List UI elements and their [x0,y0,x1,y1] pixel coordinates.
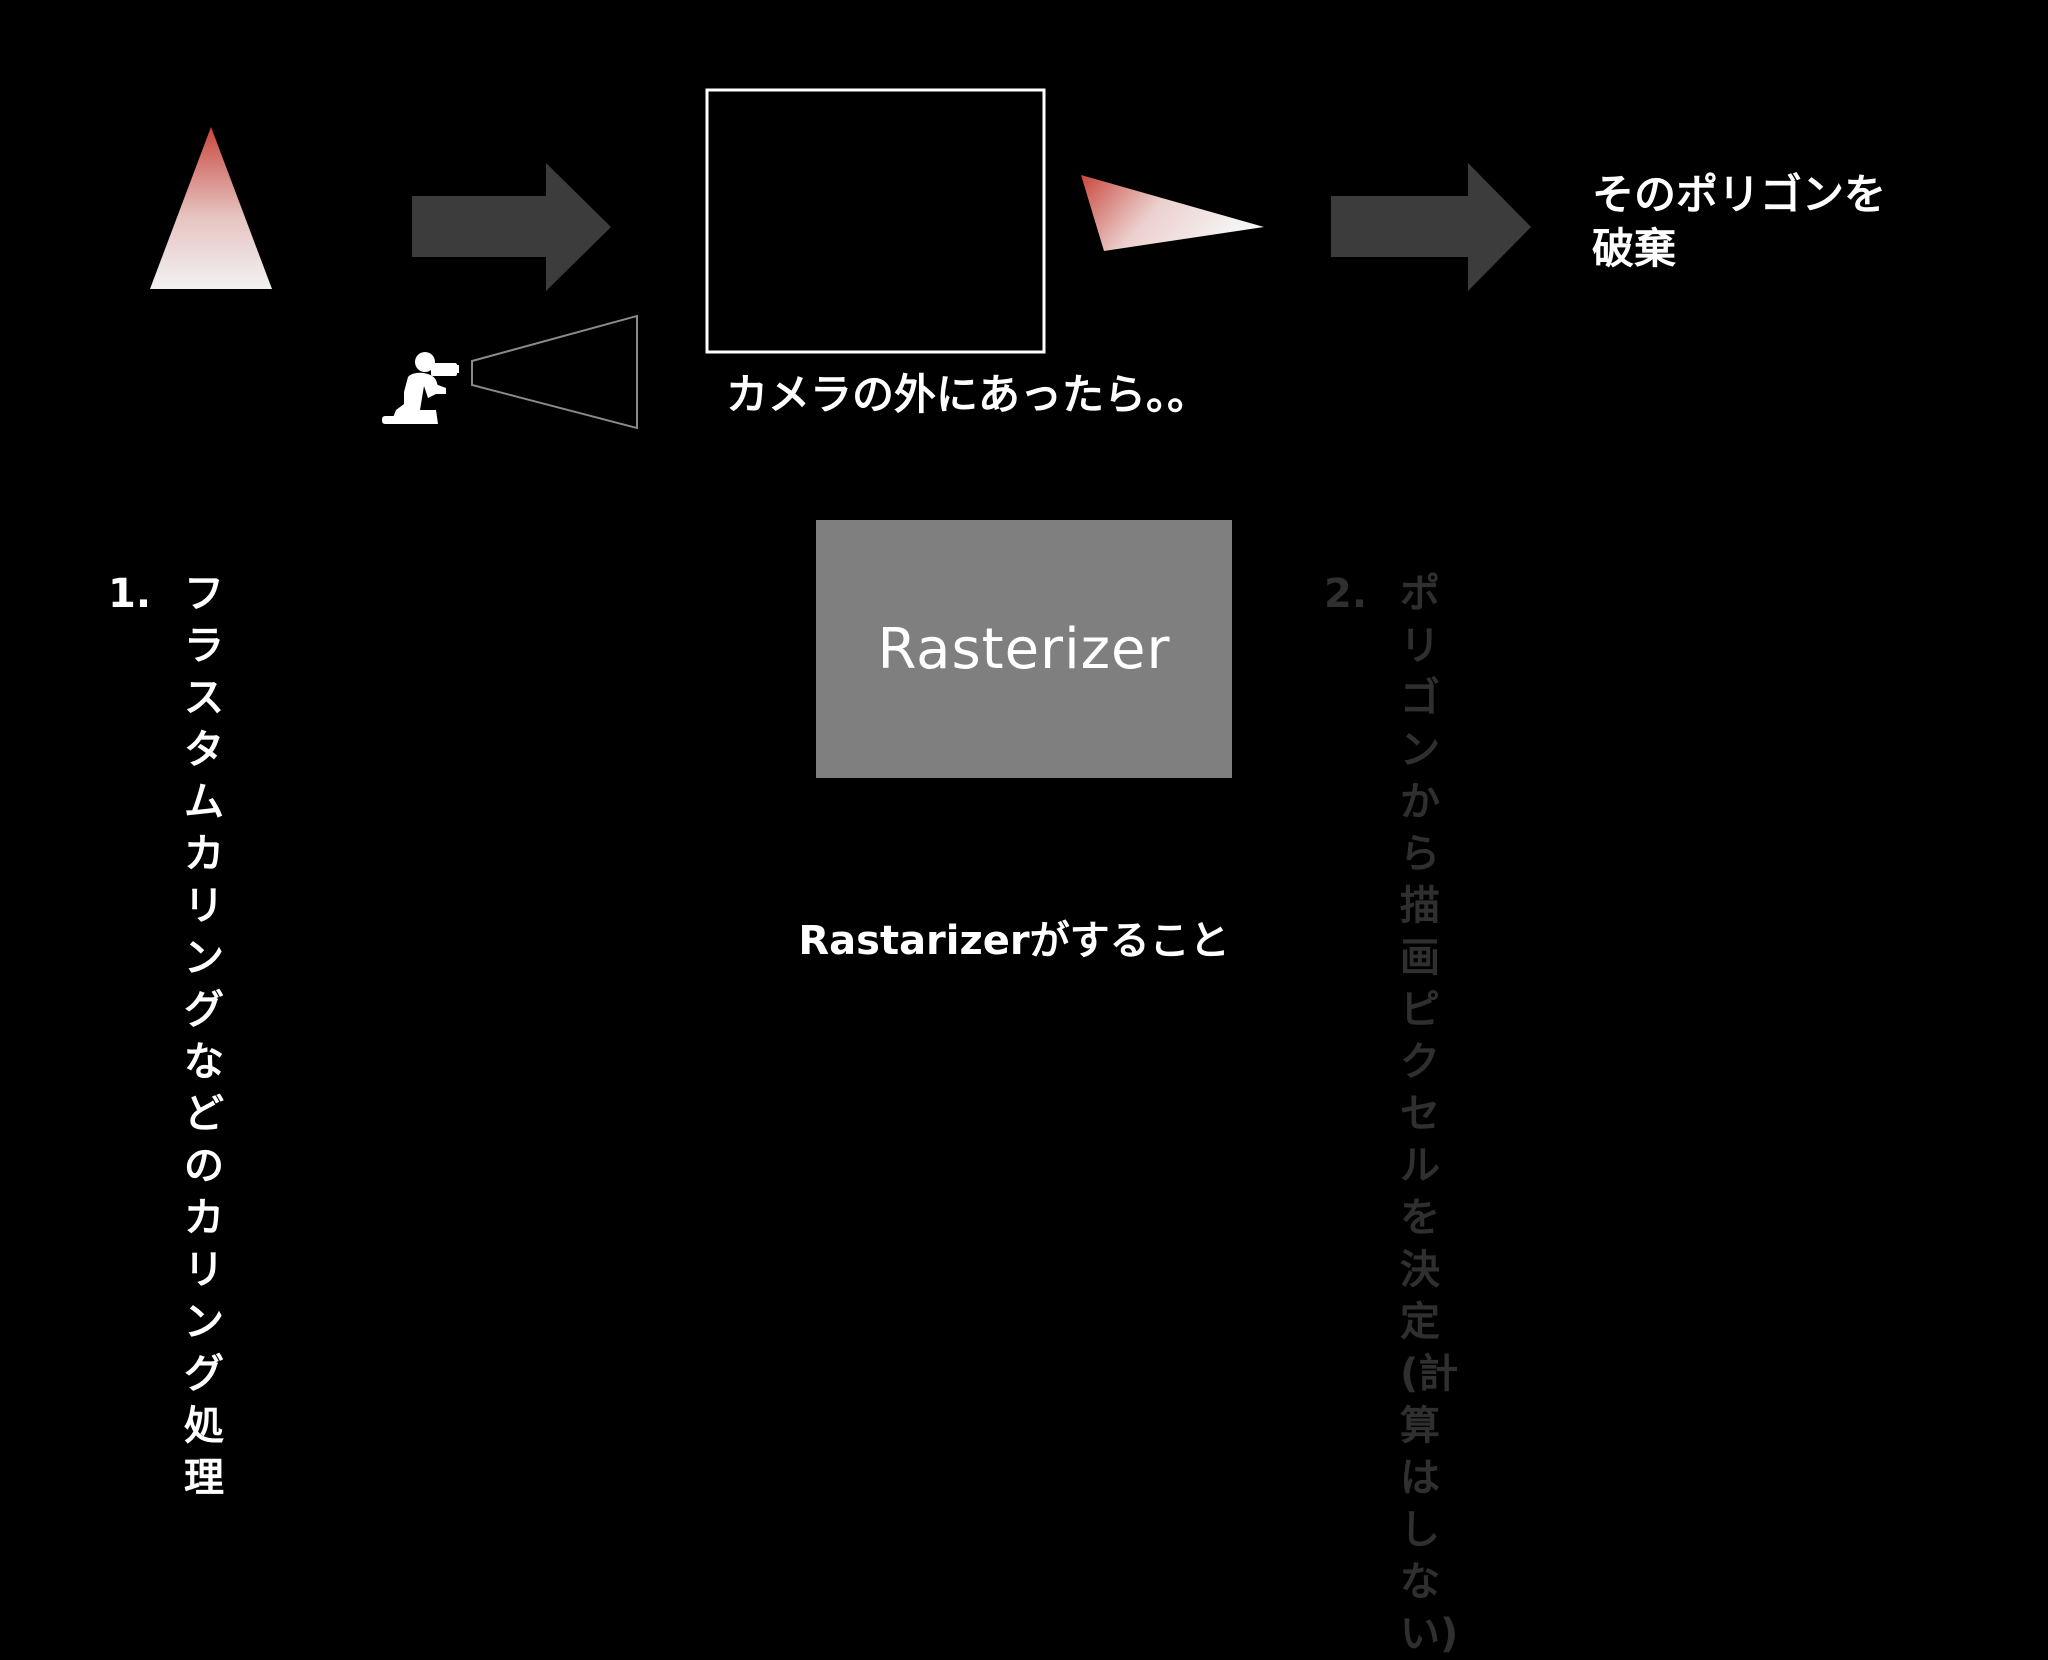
discard-caption: そのポリゴンを 破棄 [1592,170,1887,273]
step-2-text: ポリゴンから 描画ピクセルを決定 (計算はしない) [1400,571,1459,1657]
arrow-right-icon [1331,163,1531,291]
polygon-outside-view [1081,175,1264,251]
step-1-number: 1. [108,571,152,617]
arrow-right-icon [412,163,611,291]
photographer-icon [382,352,459,424]
camera-view-caption: カメラの外にあったら。。 [726,370,1210,419]
camera-frustum-icon [471,314,638,430]
step-1-text: フラスタムカリングなどの カリング処理 [184,571,224,1501]
rasterizer-label: Rasterizer [877,616,1171,682]
rasterizer-box: Rasterizer [816,520,1232,778]
diagram-graphics [150,88,1531,430]
step-2-number: 2. [1324,571,1368,617]
camera-view-frame [705,88,1046,354]
bottom-caption: Rastarizerがすること [798,918,1230,964]
polygon-triangle [150,127,272,289]
